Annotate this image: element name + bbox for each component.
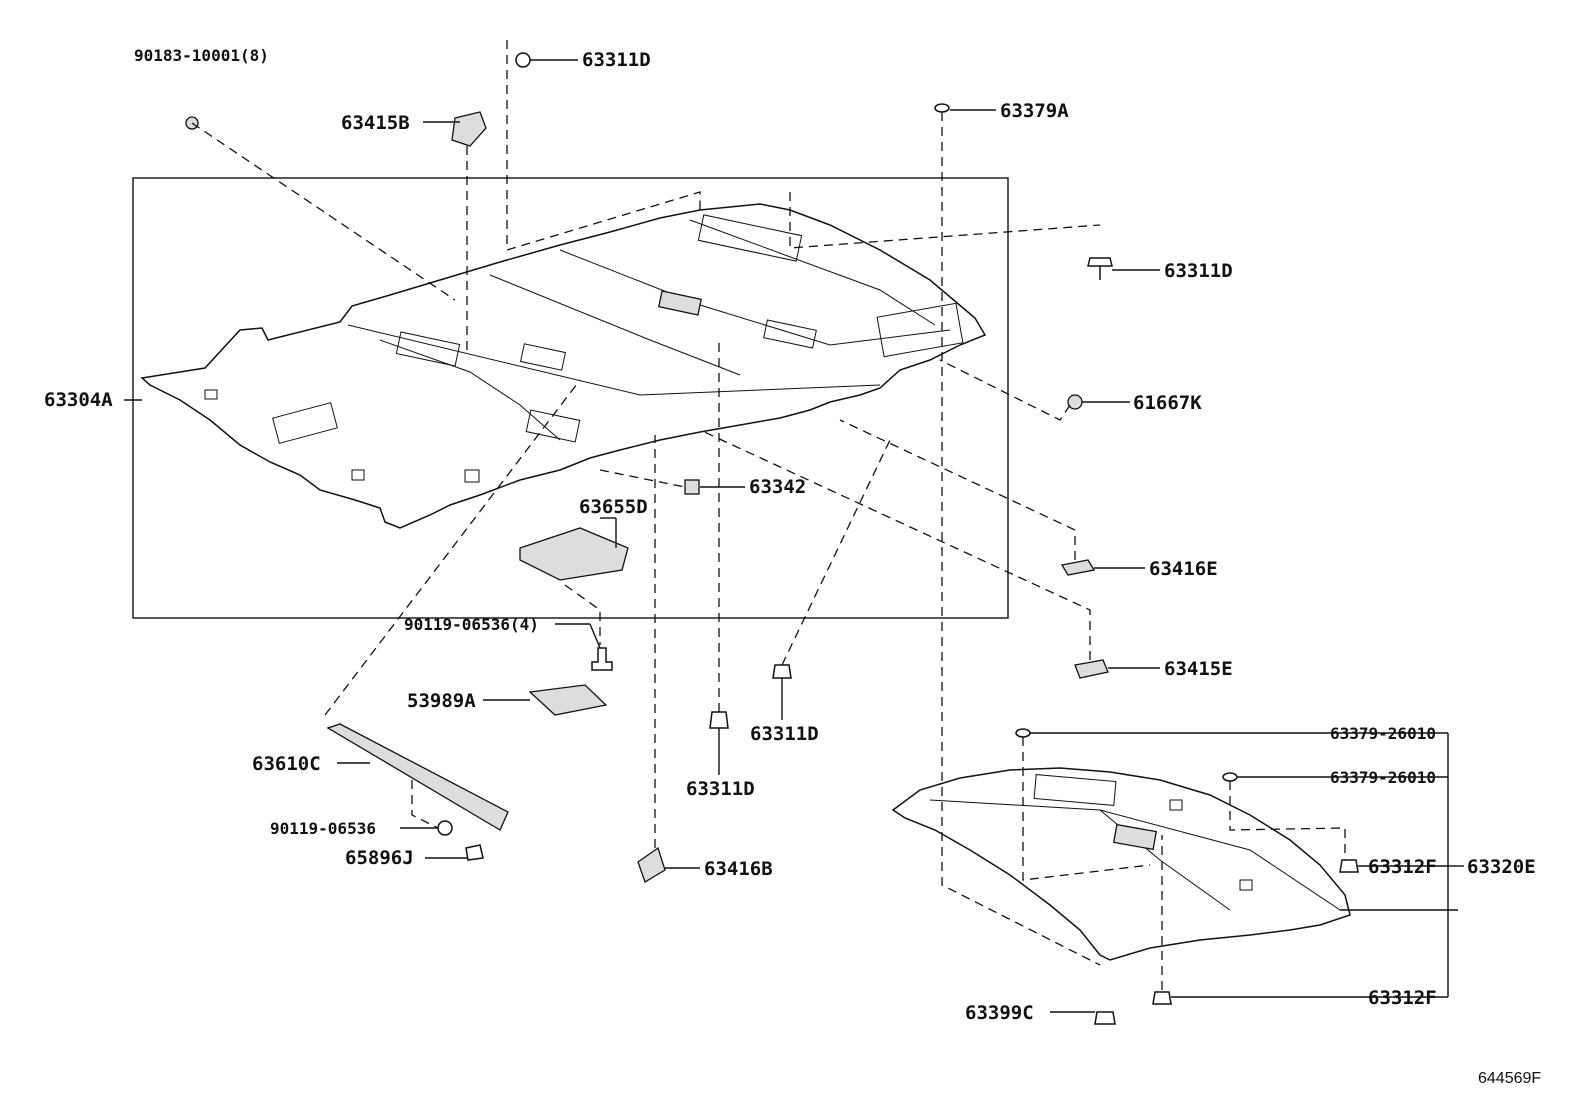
label-63416E: 63416E	[1149, 558, 1218, 580]
screw-90119-icon	[437, 820, 453, 836]
diagram-reference-number: 644569F	[1478, 1070, 1541, 1087]
clip-63312F-b-icon	[1152, 991, 1172, 1005]
clip-63311D-mid-icon	[772, 664, 792, 679]
clip-63312F-a-icon	[1339, 859, 1359, 873]
label-63304A: 63304A	[44, 389, 113, 411]
label-63312F-b: 63312F	[1368, 987, 1437, 1009]
label-65896J: 65896J	[345, 847, 414, 869]
clip-63399C-icon	[1094, 1011, 1116, 1025]
label-63415E: 63415E	[1164, 658, 1233, 680]
bracket-63416B-icon	[637, 846, 666, 883]
label-63655D: 63655D	[579, 496, 648, 518]
strip-63610C-icon	[326, 723, 509, 831]
label-61667K: 61667K	[1133, 392, 1202, 414]
pad-63379-26010-b-icon	[1222, 772, 1238, 782]
label-63342: 63342	[749, 476, 806, 498]
clip-61667K-icon	[1067, 394, 1083, 410]
pad-63379A-icon	[934, 103, 950, 113]
pad-63342-icon	[684, 479, 700, 495]
label-90183-10001: 90183-10001(8)	[134, 46, 269, 65]
grille-63655D-icon	[519, 527, 629, 581]
label-63416B: 63416B	[704, 858, 773, 880]
label-63311D-low: 63311D	[686, 778, 755, 800]
bracket-63415B-icon	[451, 111, 487, 147]
bracket-63415E-icon	[1074, 659, 1109, 679]
clip-63311D-low-icon	[709, 711, 729, 729]
label-63379A: 63379A	[1000, 100, 1069, 122]
headliner-63320E	[891, 767, 1351, 961]
screw-90119-4-icon	[591, 647, 613, 671]
label-90119-06536-4: 90119-06536(4)	[404, 615, 539, 634]
headliner-group-frame	[132, 177, 1009, 619]
label-63379-26010-b: 63379-26010	[1330, 768, 1436, 787]
grille-53989A-icon	[528, 684, 608, 716]
label-63311D-mid: 63311D	[750, 723, 819, 745]
pad-63379-26010-a-icon	[1015, 728, 1031, 738]
label-53989A: 53989A	[407, 690, 476, 712]
label-63399C: 63399C	[965, 1002, 1034, 1024]
headliner-63304A	[140, 203, 987, 529]
label-63320E: 63320E	[1467, 856, 1536, 878]
label-63312F-a: 63312F	[1368, 856, 1437, 878]
label-63311D-top: 63311D	[582, 49, 651, 71]
clip-65896J-icon	[465, 844, 484, 861]
clip-63311D-top-icon	[515, 52, 531, 68]
label-90119-06536: 90119-06536	[270, 819, 376, 838]
clip-63311D-right-icon	[1087, 257, 1113, 280]
label-63379-26010-a: 63379-26010	[1330, 724, 1436, 743]
label-63311D-right: 63311D	[1164, 260, 1233, 282]
label-63610C: 63610C	[252, 753, 321, 775]
label-63415B: 63415B	[341, 112, 410, 134]
bracket-63416E-icon	[1060, 559, 1096, 576]
